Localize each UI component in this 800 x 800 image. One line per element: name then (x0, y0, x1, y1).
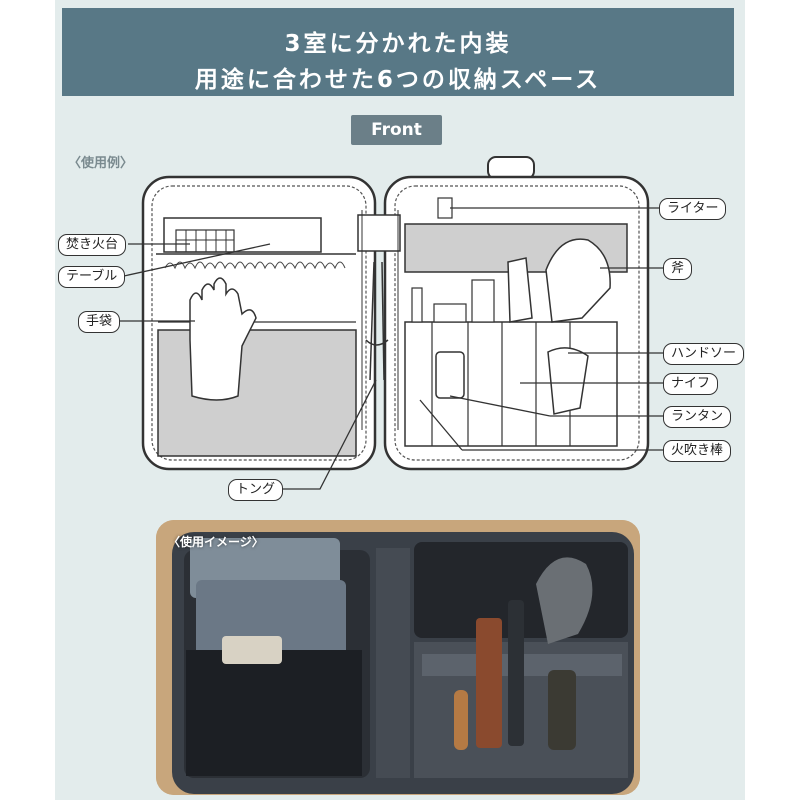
label-knife: ナイフ (663, 373, 719, 395)
label-fire-stand: 焚き火台 (58, 234, 127, 256)
label-table: テーブル (58, 266, 126, 288)
banner-line-2: 用途に合わせた6つの収納スペース (194, 67, 602, 93)
fire-stand-grill (175, 229, 235, 253)
photo-caption: 〈使用イメージ〉 (168, 535, 264, 549)
label-gloves: 手袋 (78, 311, 121, 333)
label-lantern: ランタン (663, 406, 732, 428)
lantern-drawing (435, 351, 465, 399)
gloves-drawing (189, 277, 257, 401)
label-hand-saw: ハンドソー (663, 343, 745, 365)
mesh-pocket (157, 329, 357, 457)
saw-drawing (547, 347, 589, 415)
bag-handle (487, 156, 535, 180)
usage-photo-illustration (156, 520, 640, 795)
title-banner: 3室に分かれた内装 用途に合わせた6つの収納スペース (62, 8, 734, 96)
fire-stand-box (163, 217, 322, 253)
lighter-drawing (437, 197, 453, 219)
label-fire-blower: 火吹き棒 (663, 440, 732, 462)
right-shell-inner (394, 185, 640, 461)
label-tongs: トング (228, 479, 284, 501)
label-axe: 斧 (663, 258, 693, 280)
hinge (357, 214, 401, 252)
banner-line-1: 3室に分かれた内装 (284, 31, 512, 57)
front-tag: Front (351, 115, 442, 145)
knife-drawing (507, 257, 533, 323)
label-lighter: ライター (659, 198, 727, 220)
left-shell-inner (151, 185, 367, 461)
usage-photo (156, 520, 640, 795)
axe-drawing (545, 238, 611, 323)
example-heading: 〈使用例〉 (68, 156, 134, 171)
tongs-drawing (365, 261, 389, 381)
